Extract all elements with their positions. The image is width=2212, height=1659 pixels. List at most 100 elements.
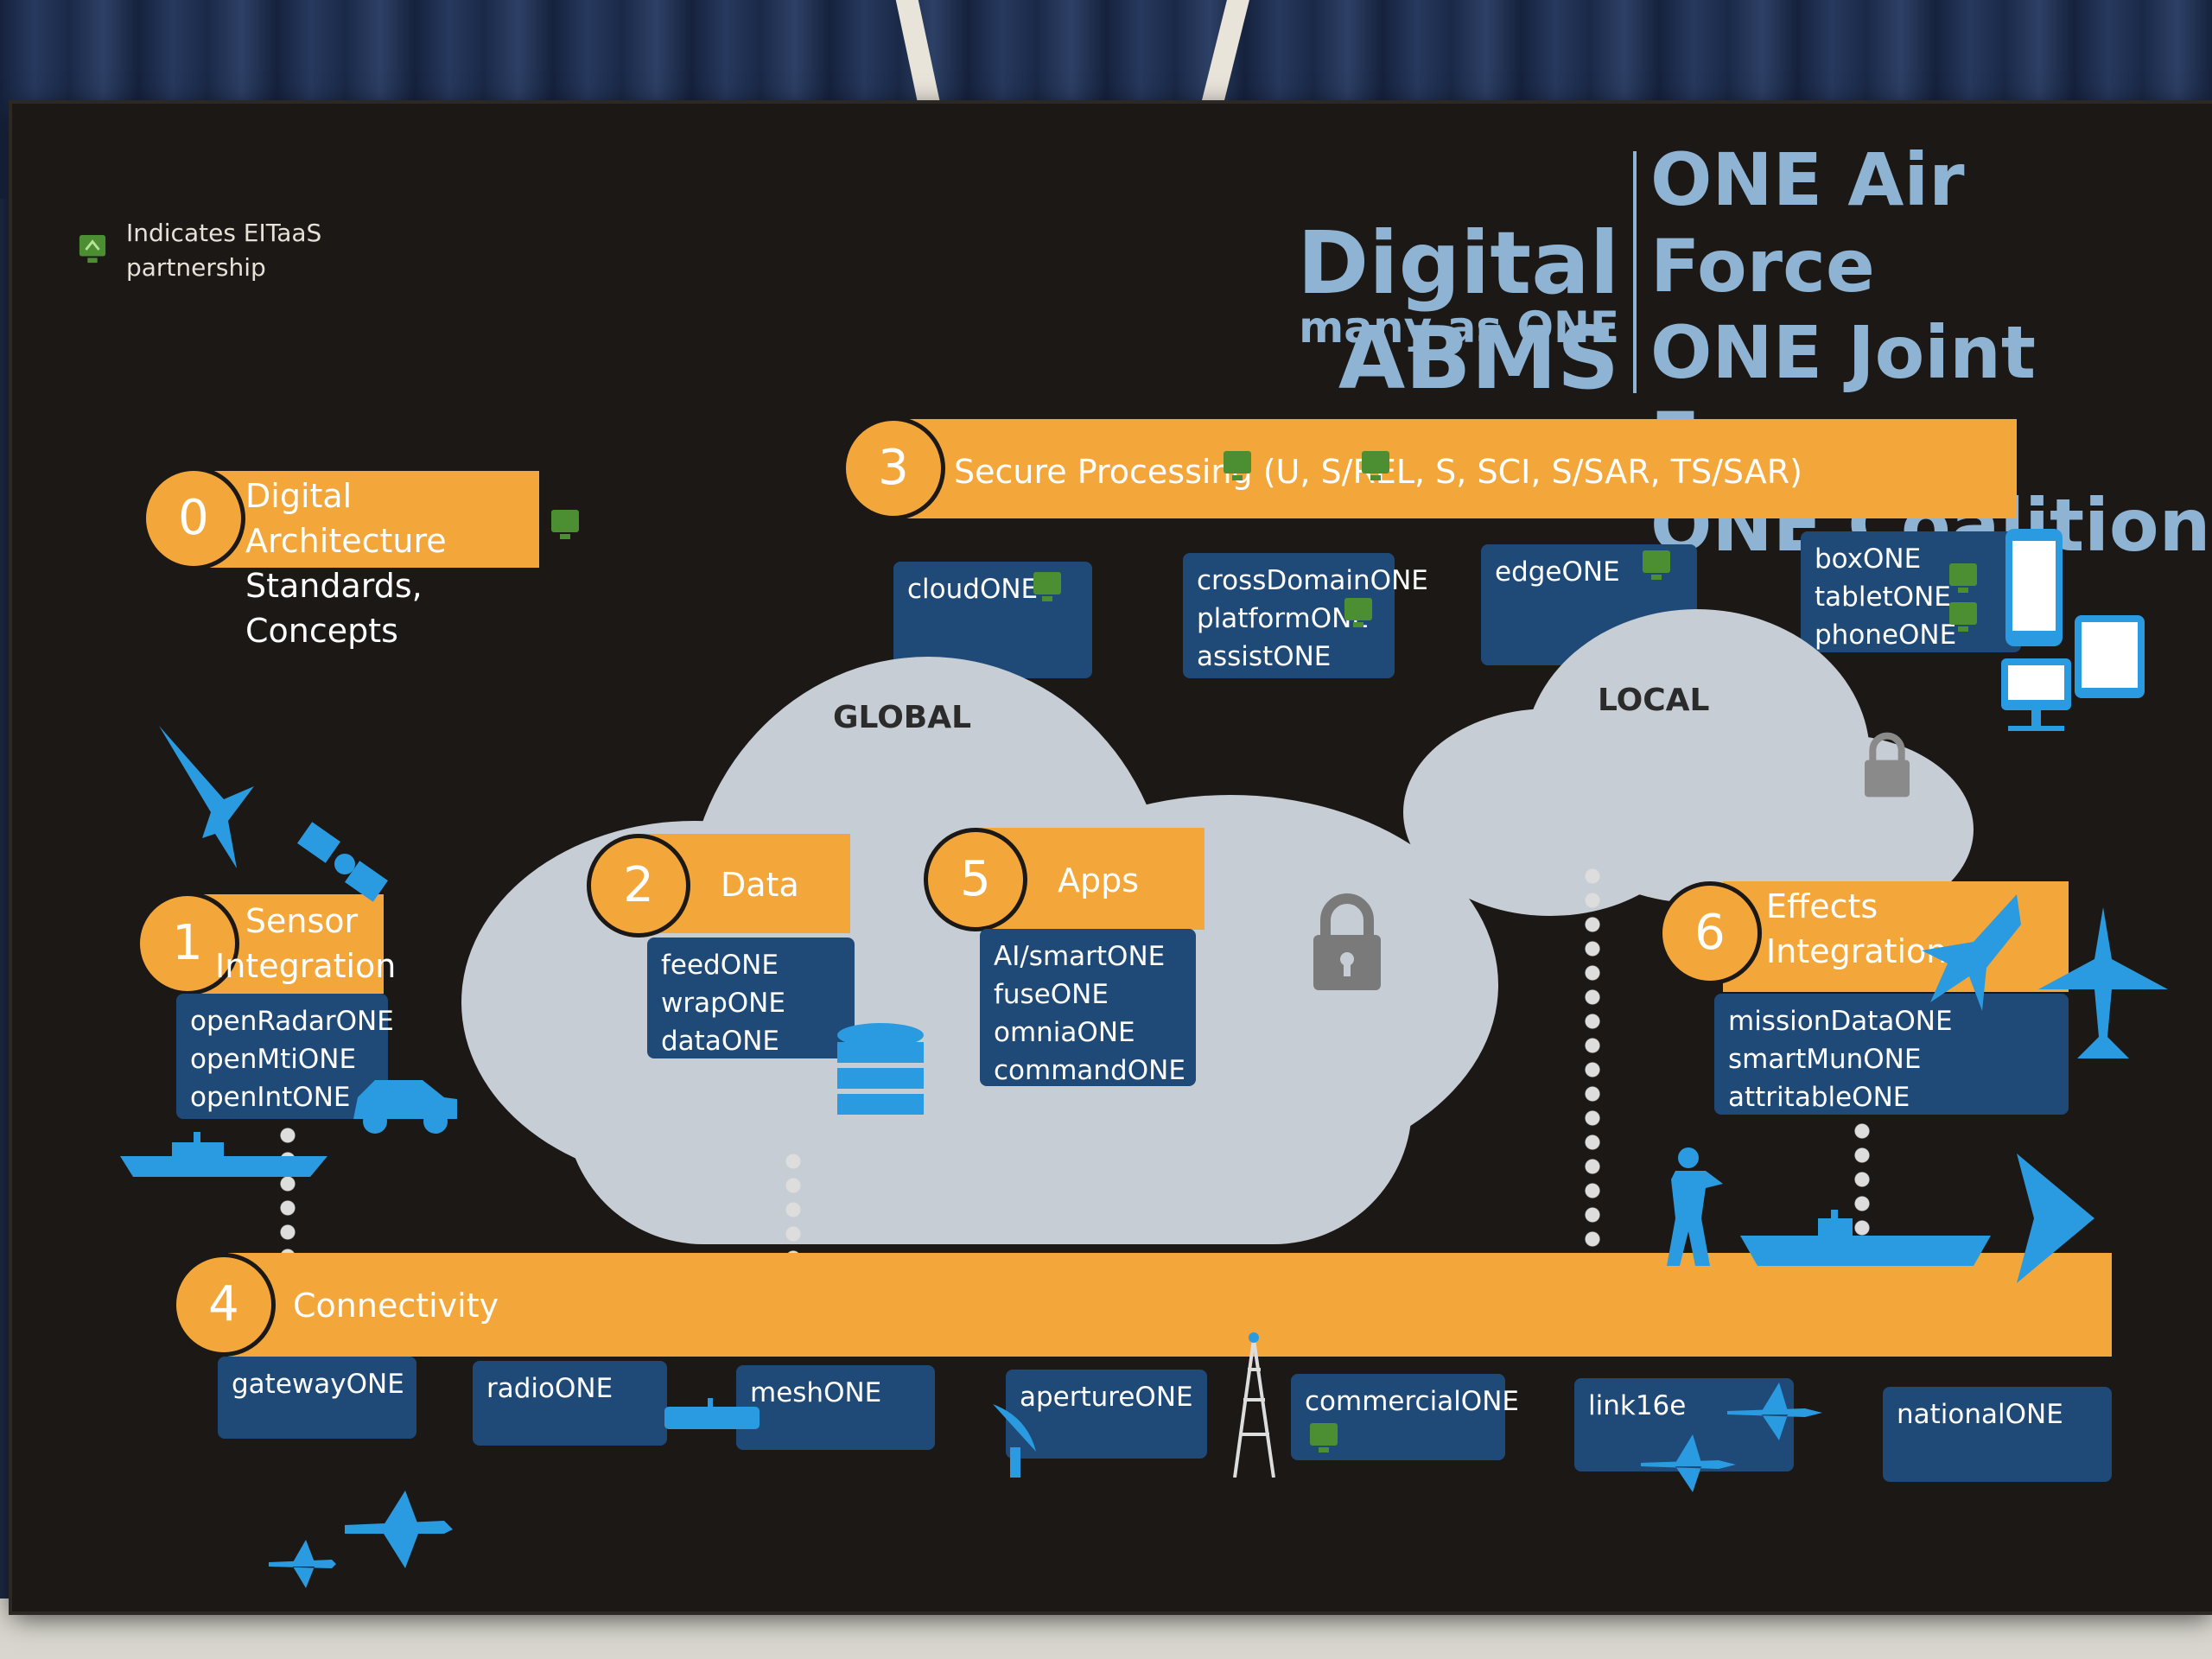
legend-text: Indicates EITaaS partnership (126, 219, 322, 282)
item-boxone: boxONE (1815, 543, 1922, 575)
ship-icon (120, 1132, 327, 1177)
section-label-effects: Effects Integration (1766, 887, 1948, 970)
section-number-3: 3 (842, 416, 945, 520)
banner-architecture (194, 471, 539, 568)
radio-tower-icon (1233, 1332, 1275, 1478)
desktop-icon (2001, 658, 2071, 731)
section-number-6: 6 (1658, 881, 1762, 985)
section-label-architecture: Digital Architecture Standards, Concepts (245, 477, 447, 650)
section-number-1: 1 (136, 892, 239, 995)
lock-icon (1313, 893, 1381, 990)
cloud-label-global: GLOBAL (833, 700, 972, 735)
drone-icon (159, 726, 254, 868)
connector-effects (1853, 1119, 1872, 1257)
box-crossdomain: crossDomainONE platformONE assistONE (1183, 553, 1428, 678)
item-openmtione: openMtiONE (190, 1044, 357, 1075)
satellite-icon (297, 822, 388, 902)
router-icon (664, 1398, 760, 1429)
section-number-5: 5 (924, 828, 1027, 931)
section-number-4: 4 (172, 1253, 276, 1357)
box-sensor: openRadarONE openMtiONE openIntONE (176, 994, 394, 1119)
item-gatewayone: gatewayONE (232, 1369, 404, 1400)
item-openradarone: openRadarONE (190, 1006, 394, 1037)
item-edgeone: edgeONE (1495, 556, 1620, 588)
page-title: Digital ABMS (1297, 213, 1619, 409)
bomber-icon (2038, 907, 2168, 1058)
fighter-jet-icon (1727, 1382, 1822, 1440)
box-data: feedONE wrapONE dataONE (647, 938, 855, 1058)
section-label-connectivity: Connectivity (293, 1287, 499, 1325)
connector-local (1583, 864, 1602, 1253)
smartphone-icon (2005, 529, 2063, 646)
banner-connectivity (228, 1253, 2112, 1357)
item-openintone: openIntONE (190, 1082, 351, 1113)
item-smartmunone: smartMunONE (1728, 1044, 1922, 1075)
item-meshone: meshONE (750, 1377, 882, 1408)
item-assistone: assistONE (1197, 641, 1332, 672)
box-effects: missionDataONE smartMunONE attritableONE (1714, 994, 2069, 1115)
section-label-apps: Apps (1058, 861, 1140, 899)
eitaas-partnership-icon (1949, 563, 1977, 593)
title-divider (1633, 151, 1637, 393)
box-gatewayone: gatewayONE (218, 1357, 416, 1439)
section-label-sensor: Sensor Integration (215, 902, 397, 985)
page-subtitle: many as ONE (1299, 302, 1619, 353)
box-nationalone: nationalONE (1883, 1387, 2112, 1482)
item-tabletone: tabletONE (1815, 582, 1951, 613)
item-crossdomainone: crossDomainONE (1197, 565, 1428, 596)
item-radioone: radioONE (486, 1373, 613, 1404)
connector-data (784, 1149, 803, 1253)
airplane-icon (269, 1540, 336, 1588)
eitaas-partnership-icon (1362, 451, 1389, 480)
eitaas-partnership-icon (1310, 1423, 1338, 1452)
item-phoneone: phoneONE (1815, 620, 1957, 651)
section-label-data: Data (721, 866, 799, 904)
database-icon (837, 1023, 924, 1115)
poster-board: Indicates EITaaS partnership Digital ABM… (12, 104, 2212, 1611)
eitaas-partnership-icon (1344, 598, 1372, 627)
scope-item-air-force: ONE Air Force (1650, 137, 1965, 308)
section-number-2: 2 (587, 834, 690, 938)
eitaas-partnership-icon (551, 510, 579, 539)
item-nationalone: nationalONE (1897, 1399, 2063, 1430)
item-apertureone: apertureONE (1020, 1382, 1193, 1413)
item-ai-smartone: AI/smartONE (994, 941, 1166, 972)
eitaas-partnership-icon (1643, 550, 1670, 580)
section-label-secure-processing: Secure Processing (U, S/REL, S, SCI, S/S… (954, 453, 1802, 491)
item-attritableone: attritableONE (1728, 1082, 1910, 1113)
fighter-jet-icon (1641, 1434, 1736, 1492)
eitaas-partnership-icon (1033, 572, 1061, 601)
tablet-icon (2075, 615, 2145, 698)
connector-sensor (278, 1123, 297, 1253)
item-link16e: link16e (1588, 1390, 1687, 1421)
eitaas-partnership-icon (1949, 602, 1977, 632)
eitaas-partnership-icon (79, 235, 106, 264)
eitaas-partnership-icon (1224, 451, 1251, 480)
box-radioone: radioONE (473, 1361, 667, 1446)
vehicle-icon (353, 1080, 457, 1134)
item-feedone: feedONE (661, 950, 779, 981)
item-dataone: dataONE (661, 1026, 780, 1057)
item-omniaone: omniaONE (994, 1017, 1135, 1048)
section-number-0: 0 (142, 467, 245, 570)
item-cloudone: cloudONE (907, 574, 1039, 605)
box-meshone: meshONE (736, 1365, 935, 1450)
soldier-icon (1667, 1147, 1723, 1266)
item-wrapone: wrapONE (661, 988, 785, 1019)
item-fuseone: fuseONE (994, 979, 1109, 1010)
banner-secure-processing (885, 419, 2017, 518)
stealth-bomber-icon (2017, 1154, 2094, 1283)
item-platformone: platformONE (1197, 603, 1369, 634)
item-missiondataone: missionDataONE (1728, 1006, 1953, 1037)
box-commercialone: commercialONE (1291, 1374, 1519, 1460)
cloud-label-local: LOCAL (1598, 683, 1710, 718)
lock-icon (1865, 732, 1910, 798)
carrier-ship-icon (1740, 1210, 1991, 1266)
satellite-dish-icon (993, 1404, 1036, 1478)
box-apps: AI/smartONE fuseONE omniaONE commandONE (980, 929, 1196, 1086)
airliner-icon (345, 1491, 453, 1568)
box-apertureone: apertureONE (1006, 1370, 1207, 1459)
box-devices: boxONE tabletONE phoneONE (1801, 531, 2021, 652)
item-commercialone: commercialONE (1305, 1386, 1519, 1417)
fighter-jet-icon (1922, 894, 2021, 1011)
